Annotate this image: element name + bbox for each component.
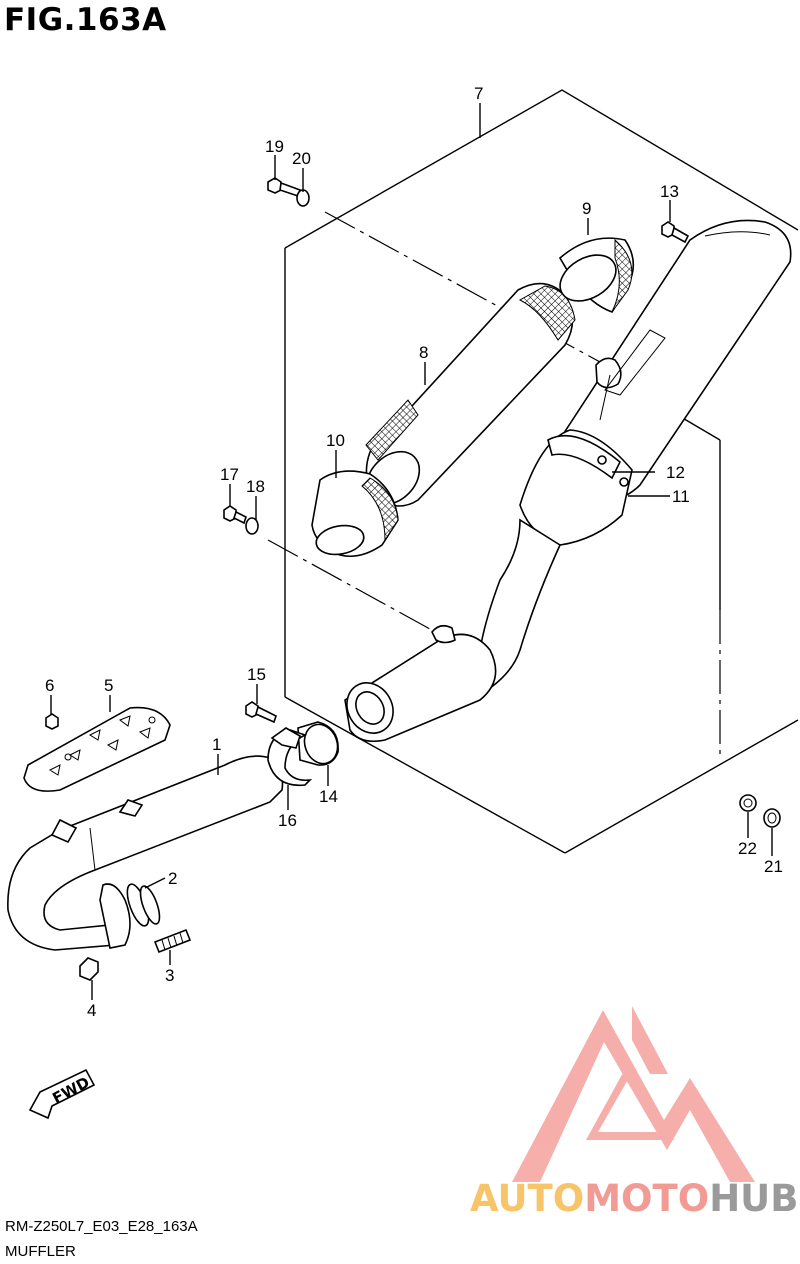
- clamp-part: [267, 727, 313, 787]
- callout-11: 11: [672, 487, 690, 506]
- callout-22: 22: [738, 839, 757, 858]
- forward-direction-icon: FWD: [28, 1068, 96, 1120]
- callout-1: 1: [212, 735, 221, 754]
- clamp-bolt-part: [245, 701, 277, 724]
- callout-13: 13: [660, 182, 679, 201]
- callout-14: 14: [319, 787, 338, 806]
- watermark-auto: AUTO: [470, 1177, 585, 1220]
- watermark-logo-icon: [512, 1006, 755, 1182]
- spark-arrester-part: [311, 470, 399, 558]
- callout-19: 19: [265, 137, 284, 156]
- callout-8: 8: [419, 343, 428, 362]
- collar-21-part: [763, 808, 781, 828]
- figure-code: RM-Z250L7_E03_E28_163A: [5, 1218, 198, 1235]
- callout-7: 7: [474, 84, 483, 103]
- callout-9: 9: [582, 199, 591, 218]
- washer-20-part: [296, 189, 310, 207]
- callout-4: 4: [87, 1001, 96, 1020]
- callout-15: 15: [247, 665, 266, 684]
- figure-caption: MUFFLER: [5, 1243, 76, 1260]
- callout-6: 6: [45, 676, 54, 695]
- callout-20: 20: [292, 149, 311, 168]
- watermark-moto: MOTO: [584, 1177, 710, 1220]
- callout-12: 12: [666, 463, 685, 482]
- heat-guard-part: [23, 706, 171, 792]
- callout-2: 2: [168, 869, 177, 888]
- callout-10: 10: [326, 431, 345, 450]
- callout-5: 5: [104, 676, 113, 695]
- callout-labels: 7 19 20 9 13 8 10 17 18 12 11 15 6 5 1 1…: [45, 84, 783, 1020]
- stud-bolt-part: [153, 928, 192, 954]
- muffler-assembly-outline: [284, 89, 799, 854]
- callout-3: 3: [165, 966, 174, 985]
- grommet-22-part: [739, 794, 757, 812]
- guard-bolt-part: [45, 713, 59, 730]
- grommet-22-hole: [743, 798, 753, 808]
- gasket-part: [139, 885, 161, 925]
- callout-18: 18: [246, 477, 265, 496]
- callout-16: 16: [278, 811, 297, 830]
- exhaust-pipe-part: [7, 755, 284, 951]
- nut-part: [79, 957, 99, 981]
- watermark-wordmark: AUTOMOTOHUB: [470, 1177, 798, 1220]
- bolt-13-part: [661, 221, 690, 244]
- bolt-17-part: [223, 505, 247, 525]
- muffler-body-part: [344, 219, 792, 743]
- callout-17: 17: [220, 465, 239, 484]
- figure-title: FIG.163A: [4, 2, 167, 38]
- bolt-19-part: [267, 177, 302, 198]
- watermark-hub: HUB: [709, 1177, 799, 1220]
- washer-18-part: [245, 517, 259, 535]
- connector-tube-part: [297, 721, 339, 766]
- leader-lines: [50, 103, 773, 1000]
- end-cap-part: [558, 237, 635, 313]
- callout-21: 21: [764, 857, 783, 876]
